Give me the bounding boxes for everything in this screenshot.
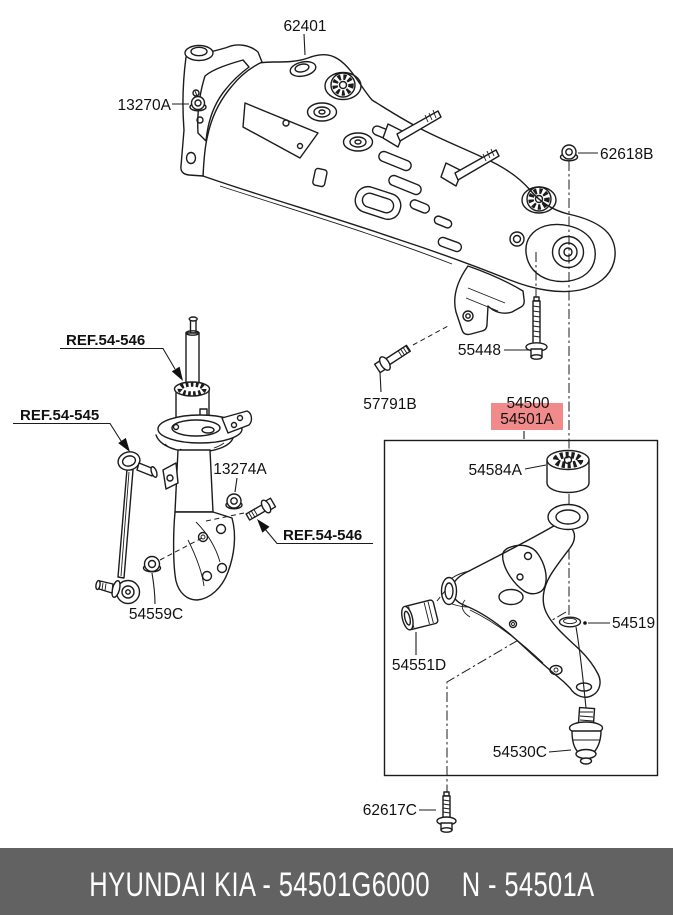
- nut-54559c-drawing: [142, 555, 162, 573]
- ball-joint-54530c-drawing: [568, 706, 604, 765]
- label-54501a[interactable]: 54501A: [500, 411, 554, 428]
- label-54500[interactable]: 54500: [506, 395, 549, 412]
- label-62617c[interactable]: 62617C: [363, 802, 417, 819]
- label-54551d[interactable]: 54551D: [392, 657, 446, 674]
- footer-bar: HYUNDAI KIA - 54501G6000 N - 54501A: [0, 848, 673, 915]
- bolt-62617c-drawing: [436, 791, 457, 833]
- part-labels: 62401 13270A 62618B 55448 57791B 54500 5…: [118, 18, 656, 819]
- label-54584a[interactable]: 54584A: [469, 462, 523, 479]
- axis-57791b: [412, 325, 449, 346]
- label-57791b[interactable]: 57791B: [363, 396, 416, 413]
- strut-assembly-drawing: [155, 316, 253, 601]
- bolt-57791b-drawing: [373, 344, 412, 374]
- footer-ref-number: N - 54501A: [462, 867, 595, 904]
- ref-arrow-strut-lower: [257, 519, 270, 533]
- detail-box-control-arm: [383, 439, 659, 777]
- label-62401[interactable]: 62401: [283, 18, 326, 35]
- label-13270a[interactable]: 13270A: [118, 97, 172, 114]
- highlight-54501a[interactable]: [491, 403, 563, 430]
- label-54530c[interactable]: 54530C: [493, 744, 547, 761]
- ref-callouts: REF.54-546 REF.54-545 REF.54-546: [13, 332, 373, 545]
- subframe-crossmember-drawing: [180, 44, 616, 336]
- ref-strut-lower-label[interactable]: REF.54-546: [283, 527, 362, 544]
- nut-13270a-drawing: [189, 95, 207, 112]
- label-62618b[interactable]: 62618B: [600, 146, 653, 163]
- subframe-slots: [312, 125, 463, 253]
- label-55448[interactable]: 55448: [458, 342, 501, 359]
- nut-13274a-drawing: [225, 493, 243, 510]
- label-54519[interactable]: 54519: [612, 615, 655, 632]
- label-54559c[interactable]: 54559C: [129, 606, 183, 623]
- ref-strut-upper-label[interactable]: REF.54-546: [66, 332, 145, 349]
- nut-62618b-drawing: [559, 144, 579, 162]
- footer-background: [0, 848, 673, 915]
- bolt-ref-strut-drawing: [245, 497, 277, 521]
- footer-part-number: HYUNDAI KIA - 54501G6000: [89, 867, 430, 904]
- stabilizer-link-drawing: [95, 451, 158, 605]
- label-13274a[interactable]: 13274A: [213, 461, 267, 478]
- bolt-55448-drawing: [525, 296, 548, 360]
- control-arm-drawing: [401, 449, 604, 793]
- ref-arrow-stab-link: [118, 437, 130, 452]
- ref-arrow-strut-upper: [171, 366, 183, 381]
- ref-stab-link-label[interactable]: REF.54-545: [20, 407, 99, 424]
